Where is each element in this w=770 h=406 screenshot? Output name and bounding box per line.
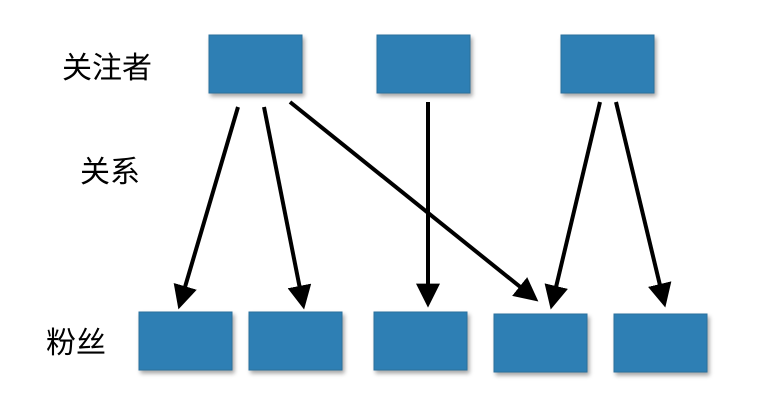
- edge-follower-1-to-fan-4: [288, 100, 539, 302]
- fans-row-label: 粉丝: [46, 326, 106, 361]
- fan-1-node: [138, 311, 233, 371]
- edge-follower-3-to-fan-4: [544, 101, 602, 310]
- follower-1-node: [208, 34, 303, 94]
- follower-2-node: [376, 34, 471, 94]
- edge-follower-1-to-fan-2: [262, 106, 312, 310]
- followers-row-label: 关注者: [62, 51, 152, 86]
- edge-group: [173, 100, 672, 310]
- fan-2-node: [248, 311, 343, 371]
- edge-follower-1-to-fan-1: [173, 106, 240, 310]
- fan-5-node: [613, 313, 708, 373]
- follower-3-node: [560, 34, 655, 94]
- edge-follower-3-to-fan-5: [614, 101, 672, 308]
- fan-3-node: [373, 311, 468, 371]
- relation-row-label: 关系: [80, 155, 140, 190]
- node-group: [138, 34, 708, 373]
- fan-4-node: [493, 313, 588, 373]
